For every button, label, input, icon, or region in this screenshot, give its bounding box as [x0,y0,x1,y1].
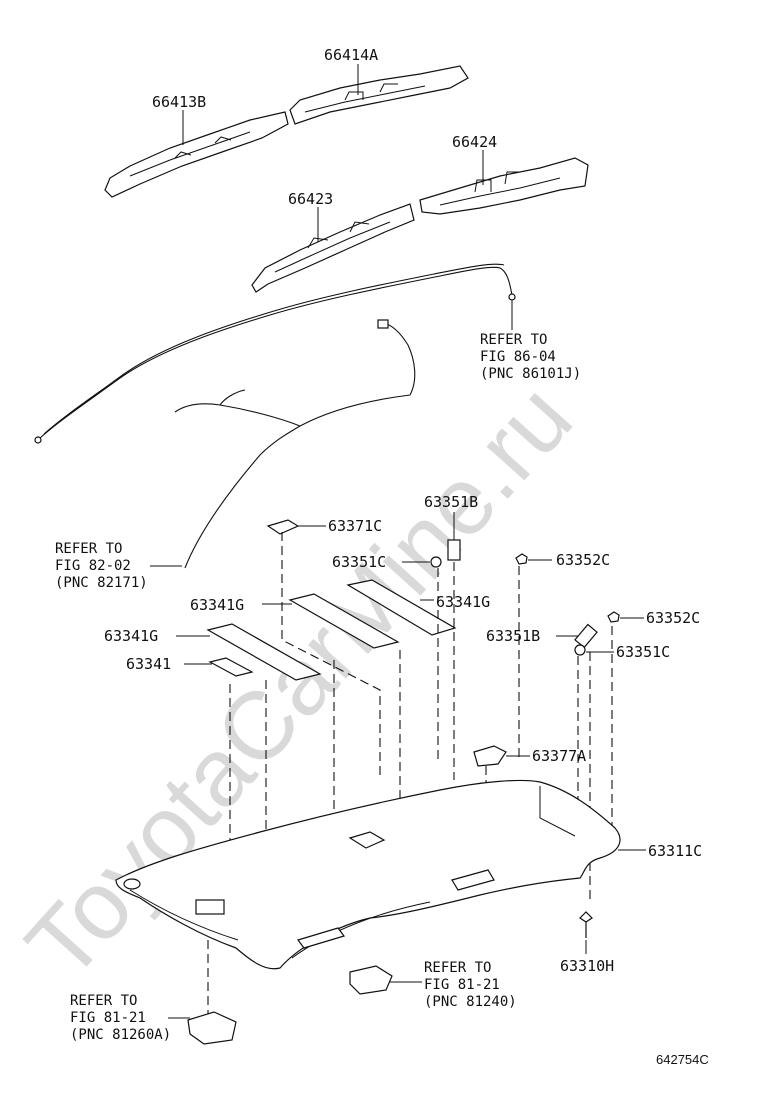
bracket-63371C[interactable] [266,519,300,535]
ref-fig-81-21-left[interactable]: REFER TO FIG 81-21 (PNC 81260A) [70,993,190,1043]
screw-63310H[interactable] [579,911,593,938]
label-63310H: 63310H [560,957,614,975]
svg-text:REFER TO: REFER TO [480,332,547,348]
label-66423: 66423 [288,190,333,208]
svg-text:REFER TO: REFER TO [424,960,491,976]
clip-63351C-left[interactable] [430,556,442,568]
svg-text:(PNC 86101J): (PNC 86101J) [480,366,581,382]
label-63351C-right: 63351C [616,643,670,661]
svg-text:(PNC 82171): (PNC 82171) [55,575,148,591]
pad-63341G-mid[interactable] [288,593,400,649]
svg-text:(PNC 81260A): (PNC 81260A) [70,1027,171,1043]
figure-code: 642754C [656,1052,709,1067]
headliner-63311C[interactable] [115,779,621,970]
bracket-66413B[interactable] [104,111,289,198]
pad-63341G-right[interactable] [346,579,457,636]
label-63341G-left: 63341G [104,627,158,645]
ref-fig-82-02[interactable]: REFER TO FIG 82-02 (PNC 82171) [55,541,182,591]
label-66414A: 66414A [324,46,378,64]
label-63311C: 63311C [648,842,702,860]
label-63352C-right: 63352C [646,609,700,627]
holder-63377A[interactable] [473,745,507,767]
pad-63341[interactable] [208,657,254,677]
label-66424: 66424 [452,133,497,151]
clip-63351B-right[interactable] [574,623,598,649]
svg-text:REFER TO: REFER TO [70,993,137,1009]
svg-text:FIG 86-04: FIG 86-04 [480,349,556,365]
svg-text:REFER TO: REFER TO [55,541,122,557]
lamp-81260A[interactable] [187,1011,237,1045]
svg-text:FIG 81-21: FIG 81-21 [424,977,500,993]
bracket-66414A[interactable] [289,65,469,125]
ref-fig-81-21-right[interactable]: REFER TO FIG 81-21 (PNC 81240) [390,960,517,1010]
label-63341: 63341 [126,655,171,673]
label-63341G-right: 63341G [436,593,490,611]
label-63371C: 63371C [328,517,382,535]
bracket-66424[interactable] [419,157,589,215]
label-63351B-right: 63351B [486,627,540,645]
pad-63341G-left[interactable] [206,623,322,681]
ref-fig-86-04[interactable]: REFER TO FIG 86-04 (PNC 86101J) [480,300,581,382]
label-63377A: 63377A [532,747,586,765]
lamp-81240[interactable] [349,965,393,995]
bracket-66423[interactable] [251,203,415,293]
svg-text:FIG 82-02: FIG 82-02 [55,558,131,574]
clip-63352C-top[interactable] [515,553,528,565]
label-63351B-top: 63351B [424,493,478,511]
svg-text:FIG 81-21: FIG 81-21 [70,1010,146,1026]
label-63341G-mid: 63341G [190,596,244,614]
label-63352C-top: 63352C [556,551,610,569]
clip-63351B-top[interactable] [447,539,461,561]
clip-63351C-right[interactable] [574,644,586,656]
svg-text:(PNC 81240): (PNC 81240) [424,994,517,1010]
clip-63352C-right[interactable] [607,611,620,623]
label-66413B: 66413B [152,93,206,111]
label-63351C-left: 63351C [332,553,386,571]
